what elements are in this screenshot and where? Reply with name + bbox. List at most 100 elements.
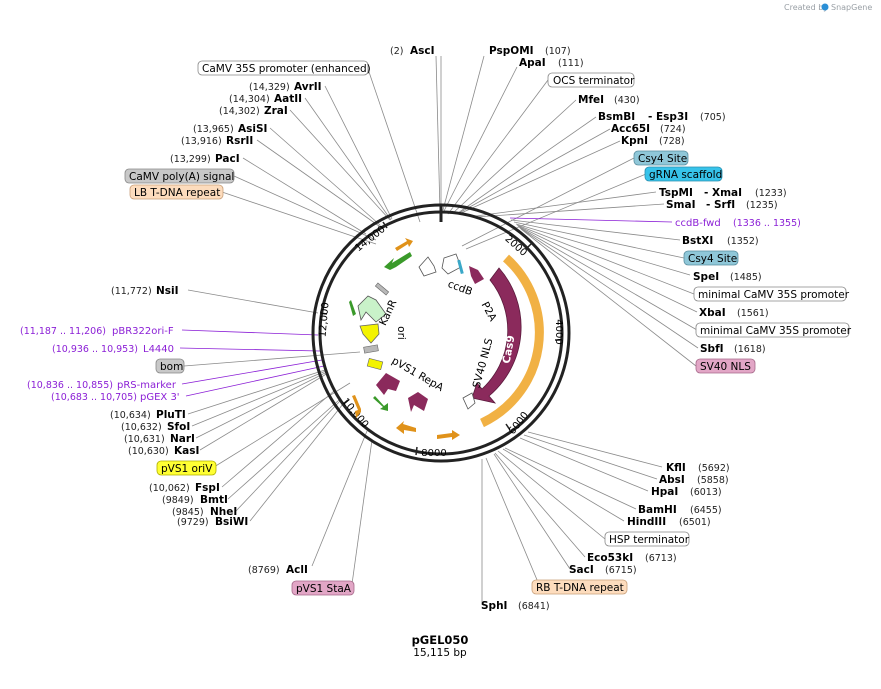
enzyme-label-kasi: KasI [174,445,199,457]
enzyme-pos-hindiii: (6501) [679,517,711,528]
enzyme-label-bsmbi: BsmBI [598,111,635,123]
orange-arrow-4 [437,430,460,440]
enzyme-pos-asisi: (13,965) [193,124,234,135]
feature-label-minimal-camv-35s-1: minimal CaMV 35S promoter [698,289,850,301]
plasmid-length: 15,115 bp [413,647,467,659]
enzyme-pos-absi: (5858) [697,475,729,486]
pvs1-oriv-mark [366,357,384,371]
feature-box-ocs-terminator [547,72,635,88]
orange-arrow-1 [395,238,413,251]
enzyme-label-kpni: KpnI [621,135,648,147]
primer-pos-pbr322ori-f: (11,187 .. 11,206) [20,326,106,337]
arc-label-ccdb: ccdB [446,278,474,298]
green-arrow-2 [349,300,356,316]
primer-label-pbr322ori-f: pBR322ori-F [112,326,174,337]
snapgene-credit: Created by SnapGene [784,3,872,12]
feature-label-grna-scaffold: gRNA scaffold [649,169,722,181]
arc-label-cas9: Cas9 [501,334,518,364]
enzyme-label-avrii: AvrII [294,81,322,93]
feature-box-grna-scaffold [644,166,723,182]
snapgene-logo-icon [821,3,829,11]
enzyme-label-sbfi: SbfI [700,343,724,355]
primer-pos-pgex3: (10,683 .. 10,705) [51,392,137,403]
enzyme-pos-spei: (1485) [730,272,762,283]
enzyme-label-srfi: SrfI [714,199,735,211]
enzyme-pos-acc65i: (724) [660,124,686,135]
enzyme-label-kfli: KflI [666,462,686,474]
enzyme-label-hpai: HpaI [651,486,678,498]
enzyme-sep-tspmi: - [704,187,708,199]
feature-label-camv-polya: CaMV poly(A) signal [129,171,234,183]
enzyme-pos-srfi: (1235) [746,200,778,211]
feature-box-camv-35s-enhanced [197,60,369,76]
enzyme-pos-saci: (6715) [605,565,637,576]
leader-lines [179,55,699,605]
tick-label-14000: 14,000 [353,224,387,254]
bom-mark [363,344,379,354]
backbone [311,203,571,463]
orange-arrow-3 [396,421,416,434]
enzyme-label-absi: AbsI [659,474,685,486]
enzyme-label-acli: AclI [286,564,308,576]
enzyme-pos-paci: (13,299) [170,154,211,165]
hsp-terminator-arrow [462,392,476,410]
enzyme-label-xbai: XbaI [699,307,726,319]
camv-polya-mark [374,282,390,296]
enzyme-label-eco53ki: Eco53kI [587,552,633,564]
enzyme-pos-bamhi: (6455) [690,505,722,516]
feature-label-lb-tdna-repeat: LB T-DNA repeat [134,187,220,199]
enzyme-label-smai: SmaI [666,199,696,211]
enzyme-label-nsii: NsiI [156,285,179,297]
pvs1-staa-arrow [408,392,428,412]
enzyme-label-apai: ApaI [519,57,546,69]
enzyme-pos-nari: (10,631) [124,434,165,445]
right-labels: PspOMI (107) ApaI (111) OCS terminator M… [481,45,852,612]
enzyme-label-saci: SacI [569,564,594,576]
feature-box-rb-tdna-repeat [531,579,628,595]
tdna-region [480,254,544,428]
enzyme-pos-esp3i: (705) [700,112,726,123]
enzyme-pos-bsiwi: (9729) [177,517,209,528]
enzyme-pos-xbai: (1561) [737,308,769,319]
feature-box-pvs1-staa [291,580,355,596]
enzyme-pos-sphi: (6841) [518,601,550,612]
feature-label-camv-35s-enhanced: CaMV 35S promoter (enhanced) [202,63,371,75]
enzyme-label-nhei: NheI [210,506,237,518]
feature-label-hsp-terminator: HSP terminator [609,534,690,546]
kanr-arrow [357,295,387,323]
tick-label-12000: 12,000 [318,302,332,338]
tick-label-8000: 8000 [421,448,446,459]
enzyme-label-zrai: ZraI [264,105,288,117]
enzyme-pos-eco53ki: (6713) [645,553,677,564]
enzyme-pos-mfei: (430) [614,95,640,106]
enzyme-pos-apai: (111) [558,58,584,69]
feature-label-ocs-terminator: OCS terminator [553,75,635,87]
primer-pos-prs-marker: (10,836 .. 10,855) [27,380,113,391]
enzyme-label-pluti: PluTI [156,409,186,421]
enzyme-pos-kfli: (5692) [698,463,730,474]
enzyme-label-mfei: MfeI [578,94,604,106]
cas9-arrow [471,267,522,404]
enzyme-label-xmai: XmaI [712,187,742,199]
enzyme-pos-aatii: (14,304) [229,94,270,105]
enzyme-pos-asci: (2) [390,46,403,57]
feature-label-csy4-site-2: Csy4 Site [688,253,737,265]
primer-label-ccdb-fwd: ccdB-fwd [675,218,721,229]
enzyme-sep-bsmbi: - [648,111,652,123]
feature-label-rb-tdna-repeat: RB T-DNA repeat [536,582,624,594]
enzyme-label-esp3i: Esp3I [656,111,688,123]
enzyme-pos-bmti: (9849) [162,495,194,506]
arc-label-ori: ori [395,326,407,340]
enzyme-pos-nsii: (11,772) [111,286,152,297]
feature-box-csy4-site-2 [683,250,739,266]
ori-arrow [359,323,380,344]
enzyme-label-aatii: AatII [274,93,302,105]
enzyme-label-bstxi: BstXI [682,235,713,247]
pvs1-repa-arrow [376,373,400,395]
enzyme-label-asisi: AsiSI [238,123,267,135]
enzyme-pos-hpai: (6013) [690,487,722,498]
enzyme-label-bsiwi: BsiWI [215,516,248,528]
feature-label-bom: bom [160,361,183,373]
enzyme-pos-avrii: (14,329) [249,82,290,93]
